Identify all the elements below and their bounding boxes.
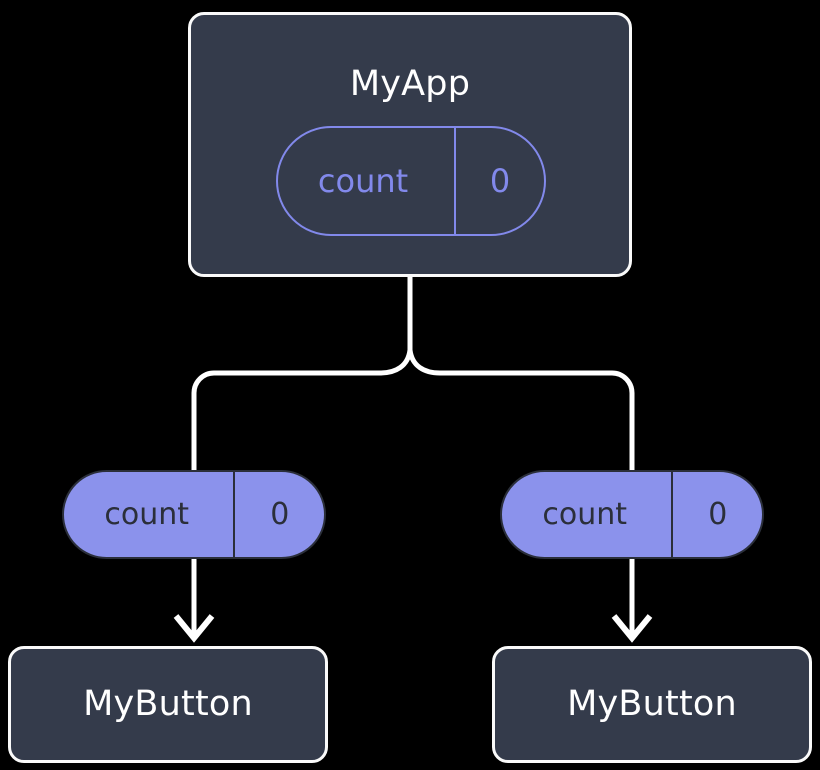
state-pill-root[interactable]: count 0 [276, 126, 546, 236]
state-value-root: 0 [454, 128, 544, 234]
arrowhead-right [611, 614, 653, 643]
component-name-left-button: MyButton [83, 684, 253, 724]
arrowhead-left [173, 614, 215, 643]
state-key-branch-right: count [542, 496, 628, 532]
state-key-branch-left: count [104, 496, 190, 532]
component-name-root: MyApp [349, 64, 471, 104]
component-node-right-button[interactable]: MyButton [492, 646, 812, 763]
component-node-left-button[interactable]: MyButton [8, 646, 328, 763]
state-pill-branch-left[interactable]: count 0 [62, 470, 326, 559]
state-value-branch-right: 0 [671, 472, 762, 557]
edge-split-right-arm [407, 349, 635, 470]
edge-split-left-arm [191, 349, 413, 470]
state-key-root: count [317, 162, 409, 200]
state-pill-branch-right[interactable]: count 0 [500, 470, 764, 559]
state-value-branch-left: 0 [233, 472, 324, 557]
component-name-right-button: MyButton [567, 684, 737, 724]
